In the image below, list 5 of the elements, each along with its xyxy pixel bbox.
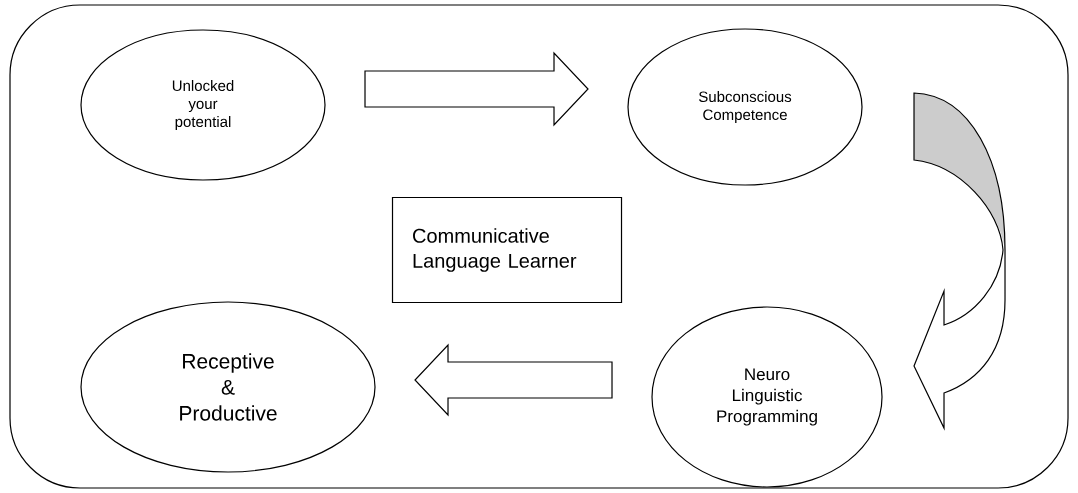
- curved-arrow: [913, 92, 1006, 429]
- central-box: Communicative Language Learner: [391, 196, 623, 304]
- block-arrow: [414, 343, 613, 417]
- block-arrow: [364, 51, 589, 127]
- diagram-frame: [9, 4, 1069, 489]
